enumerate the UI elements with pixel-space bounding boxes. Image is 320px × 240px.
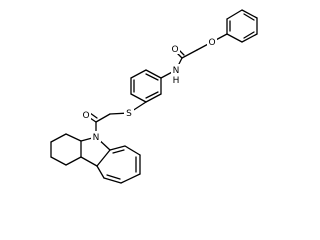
fused-benzene-ring (96, 145, 141, 184)
atom-o-ether: O (207, 36, 217, 48)
svg-text:O: O (208, 38, 215, 48)
atom-n-carbazole: N (91, 131, 101, 143)
structure-canvas: O O N H S O N (50, 9, 258, 184)
atom-o-amide: O (170, 43, 180, 55)
atom-h-amide: H (171, 75, 181, 86)
svg-text:S: S (126, 109, 132, 119)
svg-text:N: N (93, 133, 100, 143)
svg-text:H: H (173, 76, 180, 86)
cyclohexane-ring (50, 133, 97, 166)
svg-text:N: N (173, 66, 180, 76)
svg-text:O: O (171, 45, 178, 55)
atom-n-amide: N (171, 64, 181, 76)
atom-o-ketone: O (81, 109, 91, 121)
svg-text:O: O (82, 111, 89, 121)
chemical-structure: O O N H S O N (50, 9, 258, 184)
phenylene-ring-center (130, 69, 162, 103)
atom-s-thioether: S (124, 107, 134, 119)
phenoxyacetamide-chain (160, 33, 228, 79)
phenyl-ring-top (226, 9, 258, 43)
